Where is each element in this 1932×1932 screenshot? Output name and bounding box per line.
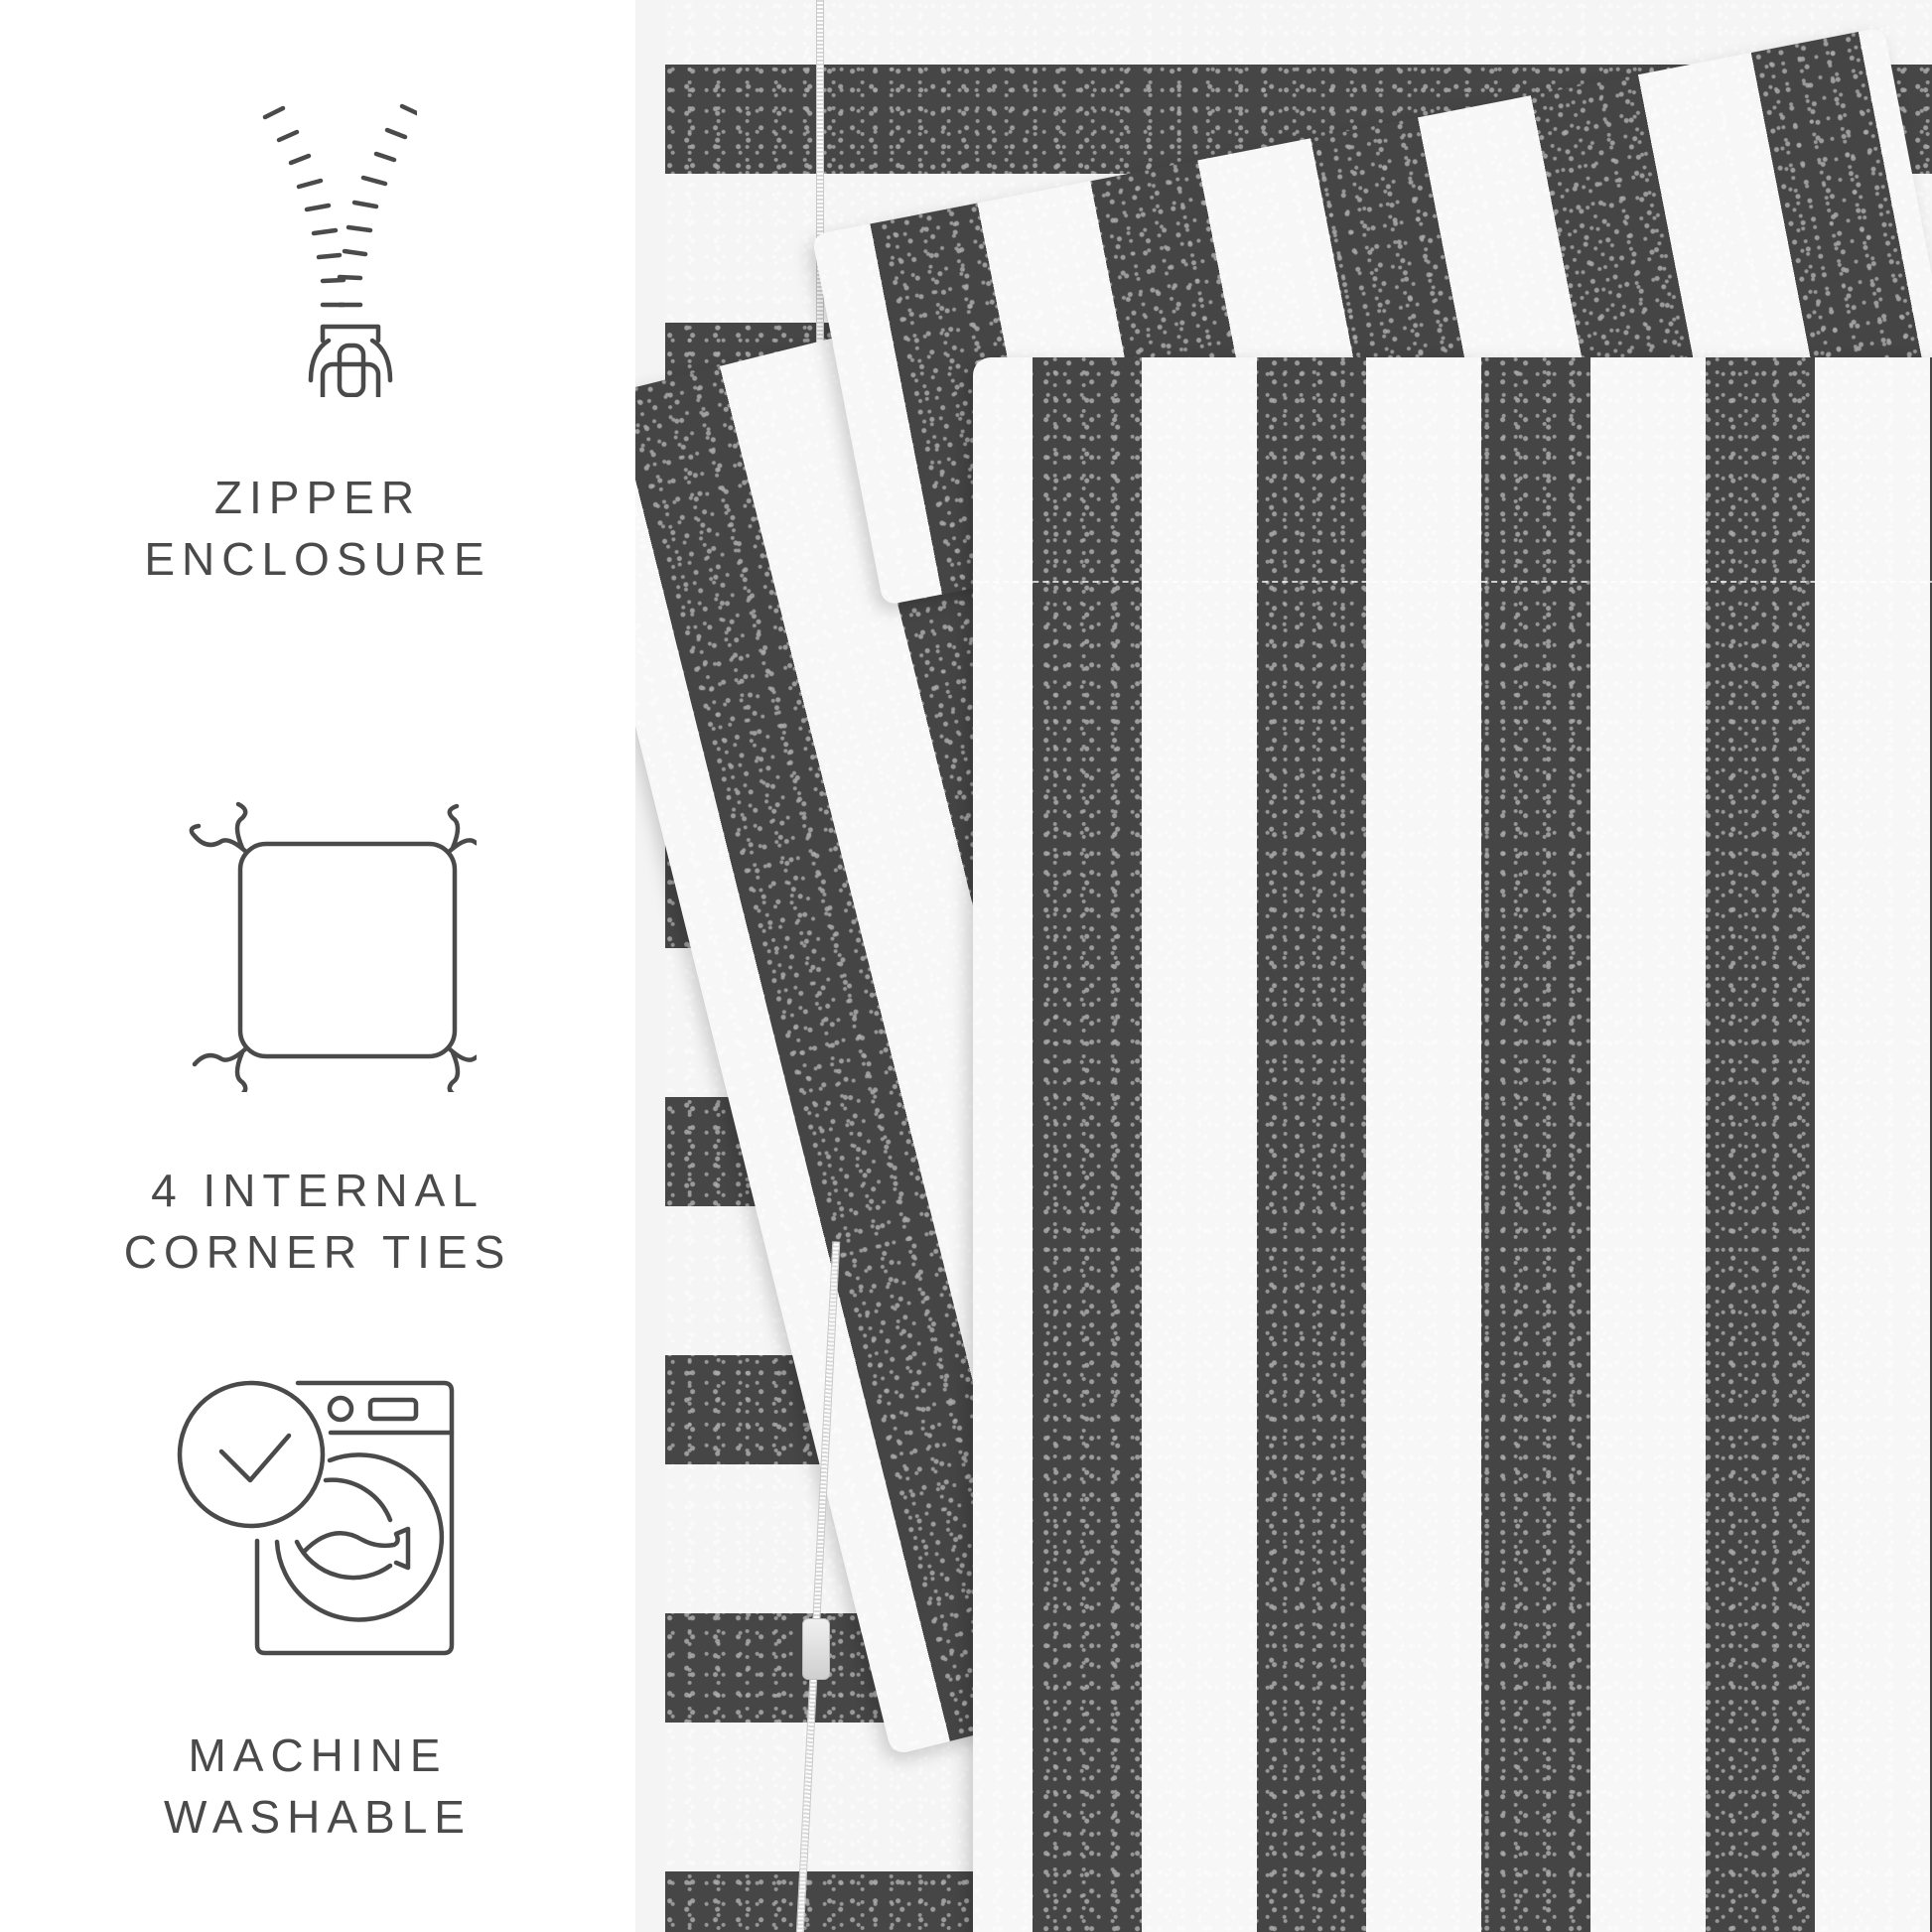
feature-machine-washable: MACHINE WASHABLE (0, 1375, 635, 1848)
speckle-texture (973, 357, 1932, 1932)
feature-label-line: ENCLOSURE (144, 533, 491, 585)
feature-zipper-enclosure: ZIPPER ENCLOSURE (0, 99, 635, 590)
feature-label: 4 INTERNAL CORNER TIES (0, 1160, 635, 1283)
folded-sheet-front (973, 357, 1932, 1932)
feature-label-line: CORNER TIES (123, 1226, 512, 1278)
feature-label-line: ZIPPER (213, 472, 422, 523)
sheet-hem-seam (973, 581, 1932, 583)
feature-corner-ties: 4 INTERNAL CORNER TIES (0, 794, 635, 1283)
zipper-track-upper (816, 0, 824, 377)
corner-ties-icon (189, 801, 477, 1092)
feature-label-line: 4 INTERNAL (151, 1165, 484, 1216)
product-photo (635, 0, 1932, 1932)
feature-list: ZIPPER ENCLOSURE 4 INTERNAL CORNER TIES (0, 0, 635, 1932)
zipper-icon (262, 103, 417, 397)
feature-label-line: MACHINE (188, 1729, 448, 1781)
feature-label: MACHINE WASHABLE (0, 1725, 635, 1848)
washing-machine-check-icon (177, 1380, 455, 1656)
feature-label: ZIPPER ENCLOSURE (0, 467, 635, 590)
feature-label-line: WASHABLE (164, 1791, 472, 1843)
zipper-pull-tab[interactable] (802, 1618, 830, 1680)
